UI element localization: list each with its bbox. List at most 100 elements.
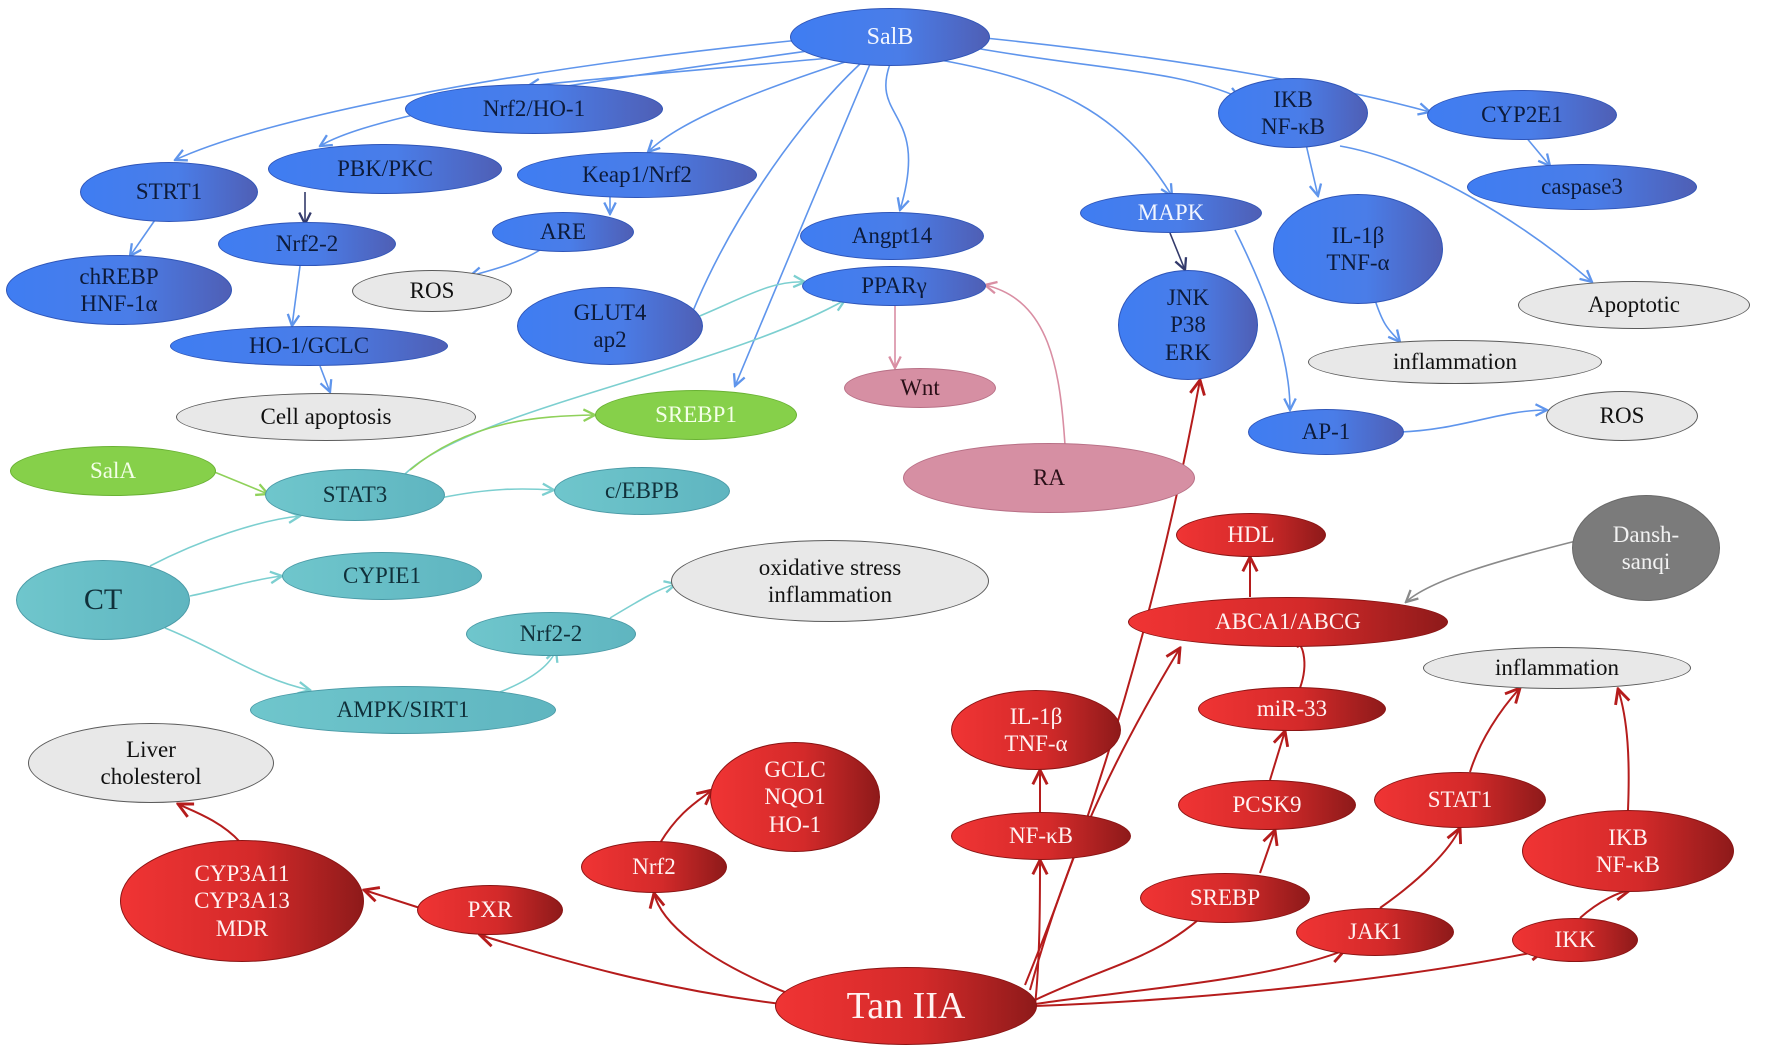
node-hdl: HDL bbox=[1176, 513, 1326, 557]
edge-ikb-apoptotic bbox=[1339, 145, 1592, 282]
node-nfkb-red: NF-κB bbox=[951, 812, 1131, 860]
edge-tan-pxr bbox=[480, 935, 791, 1006]
edge-sala-stat3 bbox=[211, 470, 268, 494]
node-inflammation-top: inflammation bbox=[1308, 340, 1602, 384]
node-ap1: AP-1 bbox=[1248, 409, 1404, 455]
node-are: ARE bbox=[492, 212, 634, 252]
node-nrf2-red: Nrf2 bbox=[581, 841, 727, 893]
node-cypie1: CYPIE1 bbox=[282, 552, 482, 600]
edge-cyp3a-liver bbox=[178, 804, 241, 843]
node-caspase3: caspase3 bbox=[1467, 164, 1697, 210]
edge-are-ros bbox=[470, 249, 541, 276]
edge-salb-nrf2ho1 bbox=[528, 57, 831, 86]
node-angpt14: Angpt14 bbox=[800, 212, 984, 260]
edge-nrf22-ho1gclc bbox=[292, 265, 301, 326]
edge-ampk-nrf22 bbox=[499, 650, 556, 693]
edge-tan-ikk bbox=[1034, 950, 1545, 1007]
node-pcsk9: PCSK9 bbox=[1178, 780, 1356, 830]
edge-stat3-srebp1 bbox=[409, 415, 595, 471]
node-danshsanqi: Dansh-sanqi bbox=[1572, 495, 1720, 601]
node-ampk: AMPK/SIRT1 bbox=[250, 686, 556, 734]
edge-nrf2-gclc bbox=[659, 790, 712, 844]
node-ct: CT bbox=[16, 560, 190, 640]
node-cebpb: c/EBPB bbox=[554, 467, 730, 515]
edge-mapk-jnk bbox=[1169, 232, 1185, 270]
node-mapk: MAPK bbox=[1080, 193, 1262, 233]
edge-pxr-cyp3a bbox=[364, 890, 421, 909]
node-pbk-pkc: PBK/PKC bbox=[268, 144, 502, 194]
node-ra: RA bbox=[903, 443, 1195, 513]
edge-stat3-cebpb bbox=[439, 489, 554, 499]
edge-nrf22-oxid bbox=[609, 584, 676, 619]
edge-salb-strt1 bbox=[175, 39, 801, 160]
edge-ikb-il1b bbox=[1304, 139, 1318, 196]
node-nrf2-2-top: Nrf2-2 bbox=[218, 222, 396, 266]
edge-ap1-ros bbox=[1399, 410, 1547, 433]
edge-strt1-chrebp bbox=[130, 219, 156, 256]
node-stat1: STAT1 bbox=[1374, 772, 1546, 828]
edge-ikk-ikb bbox=[1579, 890, 1630, 919]
node-ho1-gclc: HO-1/GCLC bbox=[170, 326, 448, 366]
node-apoptotic: Apoptotic bbox=[1518, 281, 1750, 329]
node-taniia: Tan IIA bbox=[775, 967, 1037, 1045]
edge-salb-glut4 bbox=[680, 63, 861, 345]
node-inflammation-bottom: inflammation bbox=[1423, 647, 1691, 689]
edge-tan-nfkb bbox=[1035, 860, 1040, 1006]
edge-salb-angpt14 bbox=[885, 63, 909, 210]
node-keap1-nrf2: Keap1/Nrf2 bbox=[517, 152, 757, 198]
node-ros-top: ROS bbox=[352, 270, 512, 312]
edge-dansh-abca1 bbox=[1406, 539, 1581, 602]
node-jak1: JAK1 bbox=[1296, 908, 1454, 956]
edge-salb-cyp2e1 bbox=[984, 37, 1430, 112]
edge-salb-ikb bbox=[974, 47, 1240, 98]
node-pxr: PXR bbox=[417, 885, 563, 935]
edge-salb-mapk bbox=[939, 59, 1172, 196]
edge-salb-keap1 bbox=[648, 61, 846, 152]
node-srebp1: SREBP1 bbox=[595, 390, 797, 440]
edge-salb-srebp1 bbox=[735, 63, 871, 386]
node-cell-apoptosis: Cell apoptosis bbox=[176, 393, 476, 441]
edge-ra-ppar bbox=[985, 285, 1066, 446]
edge-stat1-inflam bbox=[1469, 688, 1520, 773]
edge-cyp2e1-casp bbox=[1524, 135, 1550, 166]
edge-mir33-abca1 bbox=[1298, 645, 1304, 689]
node-nrf2-2-mid: Nrf2-2 bbox=[466, 612, 636, 656]
edge-ikb-inflam bbox=[1618, 689, 1629, 811]
node-ros-right: ROS bbox=[1546, 391, 1698, 441]
edge-il1b-inflam bbox=[1374, 299, 1400, 342]
edge-tan-nrf2 bbox=[654, 893, 801, 999]
edge-mapk-ap1 bbox=[1234, 229, 1290, 410]
edge-ho1gclc-cellapop bbox=[319, 365, 330, 392]
node-sala: SalA bbox=[10, 446, 216, 496]
node-abca1: ABCA1/ABCG bbox=[1128, 597, 1448, 647]
edge-ppar-glut4 bbox=[689, 282, 805, 321]
edge-jak1-stat1 bbox=[1379, 828, 1460, 909]
edge-ct-cypie1 bbox=[189, 576, 282, 597]
node-ikk: IKK bbox=[1512, 918, 1638, 962]
edge-ct-stat3 bbox=[149, 516, 300, 567]
node-cyp2e1: CYP2E1 bbox=[1427, 90, 1617, 140]
node-salb: SalB bbox=[790, 8, 990, 66]
edge-srebp-pcsk9 bbox=[1259, 830, 1275, 874]
node-mir33: miR-33 bbox=[1198, 687, 1386, 731]
edge-pcsk9-mir33 bbox=[1269, 731, 1285, 781]
node-strt1: STRT1 bbox=[80, 162, 258, 222]
edge-tan-jak1 bbox=[1034, 950, 1345, 1005]
node-wnt: Wnt bbox=[844, 368, 996, 408]
node-ppary: PPARγ bbox=[802, 266, 986, 306]
node-srebp: SREBP bbox=[1140, 873, 1310, 923]
node-stat3: STAT3 bbox=[265, 469, 445, 521]
